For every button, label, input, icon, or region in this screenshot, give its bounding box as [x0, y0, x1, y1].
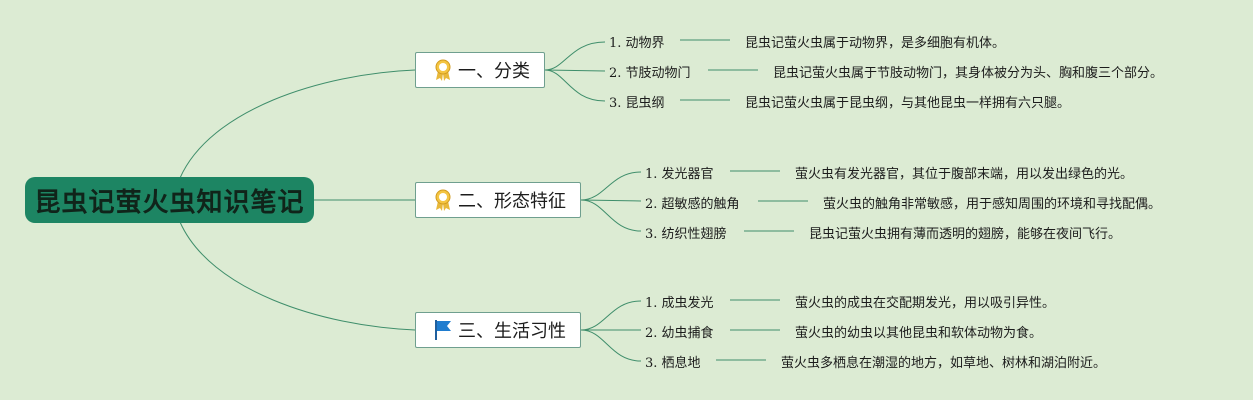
- b2-link-2: [580, 199, 642, 202]
- root-link-3: [179, 221, 416, 331]
- branch-classification[interactable]: 一、分类: [415, 52, 545, 88]
- branch-habits[interactable]: 三、生活习性: [415, 312, 581, 348]
- subtopic-animal-kingdom[interactable]: 1. 动物界: [609, 36, 665, 51]
- blue-flag-icon: [432, 318, 454, 342]
- subtopic-description: 萤火虫的触角非常敏感，用于感知周围的环境和寻找配偶。: [823, 197, 1162, 212]
- root-link-1: [179, 69, 416, 179]
- award-ribbon-icon: [432, 58, 454, 82]
- subtopic-wings[interactable]: 3. 纺织性翅膀: [645, 227, 727, 242]
- subtopic-adult-glow[interactable]: 1. 成虫发光: [645, 296, 714, 311]
- subtopic-insecta[interactable]: 3. 昆虫纲: [609, 96, 665, 111]
- branch-title: 二、形态特征: [458, 191, 566, 212]
- branch-title: 三、生活习性: [458, 321, 566, 342]
- b2-link-3: [580, 199, 642, 232]
- b1-link-2: [544, 69, 606, 72]
- award-ribbon-icon: [432, 188, 454, 212]
- subtopic-larva-predation[interactable]: 2. 幼虫捕食: [645, 326, 714, 341]
- subtopic-description: 昆虫记萤火虫属于昆虫纲，与其他昆虫一样拥有六只腿。: [745, 96, 1071, 111]
- subtopic-description: 萤火虫多栖息在潮湿的地方，如草地、树林和湖泊附近。: [781, 356, 1107, 371]
- subtopic-light-organ[interactable]: 1. 发光器官: [645, 167, 714, 182]
- subtopic-description: 萤火虫的成虫在交配期发光，用以吸引异性。: [795, 296, 1056, 311]
- subtopic-description: 昆虫记萤火虫拥有薄而透明的翅膀，能够在夜间飞行。: [809, 227, 1122, 242]
- subtopic-description: 萤火虫的幼虫以其他昆虫和软体动物为食。: [795, 326, 1043, 341]
- subtopic-arthropoda[interactable]: 2. 节肢动物门: [609, 66, 691, 81]
- b3-link-3: [580, 329, 642, 362]
- b2-link-1: [580, 171, 642, 201]
- subtopic-description: 昆虫记萤火虫属于节肢动物门，其身体被分为头、胸和腹三个部分。: [773, 66, 1164, 81]
- b1-link-1: [544, 41, 606, 71]
- subtopic-description: 萤火虫有发光器官，其位于腹部末端，用以发出绿色的光。: [795, 167, 1134, 182]
- branch-morphology[interactable]: 二、形态特征: [415, 182, 581, 218]
- b1-link-3: [544, 69, 606, 102]
- root-topic[interactable]: 昆虫记萤火虫知识笔记: [25, 177, 314, 223]
- subtopic-description: 昆虫记萤火虫属于动物界，是多细胞有机体。: [745, 36, 1006, 51]
- branch-title: 一、分类: [458, 61, 530, 82]
- subtopic-habitat[interactable]: 3. 栖息地: [645, 356, 701, 371]
- b3-link-1: [580, 300, 642, 331]
- subtopic-antennae[interactable]: 2. 超敏感的触角: [645, 197, 740, 212]
